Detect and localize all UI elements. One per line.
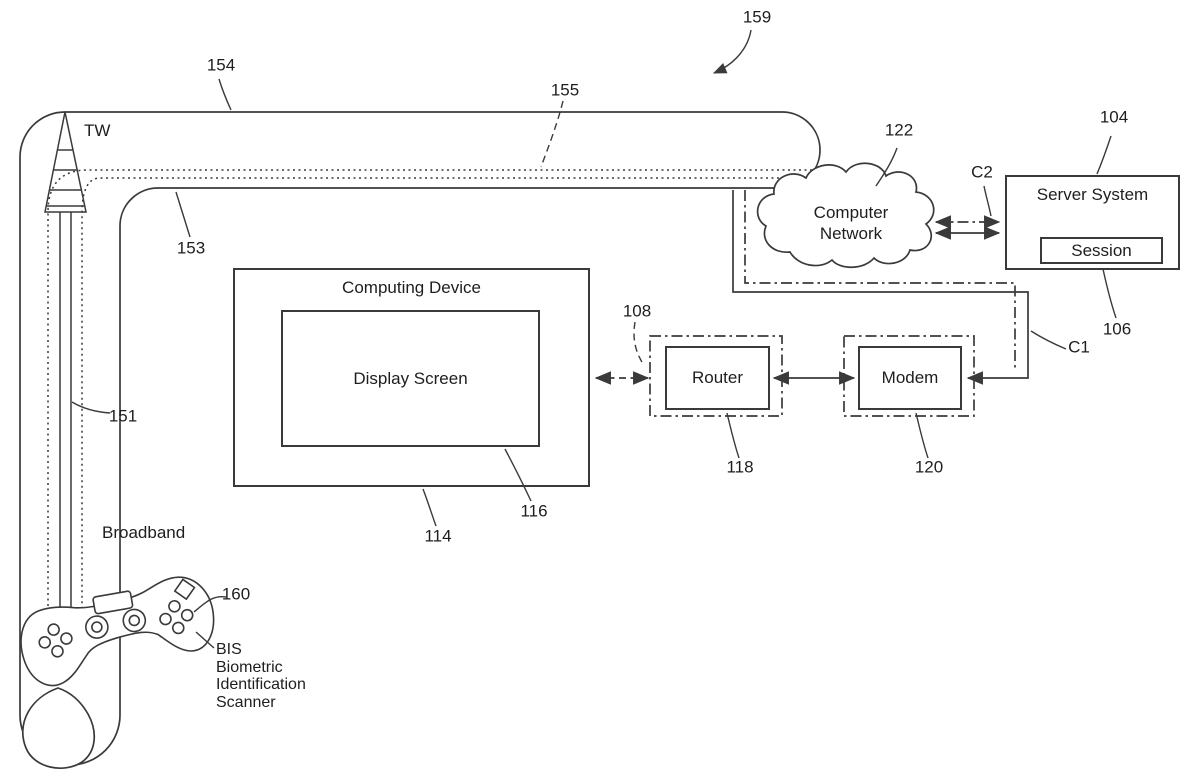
leader-116 [504, 448, 532, 502]
ref-120: 120 [914, 457, 944, 477]
leader-159 [712, 29, 752, 74]
leader-118 [726, 412, 740, 459]
leader-151 [71, 401, 111, 414]
ref-104: 104 [1099, 107, 1129, 127]
leader-120 [915, 412, 929, 459]
leader-114 [422, 488, 437, 527]
leader-122 [875, 147, 898, 187]
leader-155 [540, 100, 564, 168]
ref-153: 153 [176, 238, 206, 258]
computer-network-label: Computer Network [813, 203, 889, 243]
router-box: Router [665, 346, 770, 410]
bis-line: BIS [216, 641, 242, 658]
ref-151: 151 [108, 406, 138, 426]
server-system-label: Server System [1036, 185, 1149, 204]
leader-bis [195, 631, 215, 649]
solid-path-to-modem [732, 190, 1029, 385]
wireless-beam-tube [19, 111, 821, 766]
ref-114: 114 [424, 526, 452, 546]
leader-108 [633, 321, 644, 365]
bis-line: Scanner [216, 693, 276, 711]
tw-label: TW [84, 121, 111, 140]
server-system-box: Server System Session [1005, 175, 1180, 270]
leader-106 [1102, 268, 1117, 319]
antenna-beam-icon [44, 111, 87, 640]
modem-c1-frame [843, 335, 975, 417]
ref-155: 155 [550, 80, 580, 100]
broadband-label: Broadband [102, 523, 186, 542]
leader-c2 [983, 185, 992, 217]
ref-160: 160 [221, 584, 251, 604]
ref-108: 108 [622, 301, 652, 321]
ref-106: 106 [1102, 319, 1132, 339]
controller-buttons [159, 599, 194, 635]
leader-104 [1096, 135, 1112, 175]
controller-diamond [173, 578, 196, 601]
bis-label-block: BIS Biometric Identification Scanner [216, 641, 306, 711]
ref-154: 154 [206, 55, 236, 75]
cloud-icon [756, 162, 935, 269]
c2-label: C2 [971, 162, 993, 182]
computing-device-label: Computing Device [342, 278, 481, 297]
modem-label: Modem [881, 368, 939, 387]
session-label: Session [1071, 240, 1132, 260]
computing-device-box: Computing Device [233, 268, 590, 487]
controller-dpad [38, 623, 73, 658]
leader-160 [193, 595, 227, 613]
bis-line: Identification [216, 676, 306, 693]
c1-label: C1 [1068, 337, 1090, 357]
controller-sticks [85, 608, 147, 639]
controller-touchpad [92, 590, 134, 615]
ref-118: 118 [726, 457, 754, 477]
bis-line: Biometric [216, 658, 283, 676]
leader-153 [175, 191, 191, 238]
leader-c1 [1030, 330, 1067, 350]
game-controller-icon [20, 576, 215, 687]
display-screen-box: Display Screen [281, 310, 540, 447]
modem-box: Modem [858, 346, 962, 410]
router-label: Router [691, 368, 744, 387]
leader-154 [218, 78, 232, 111]
ref-122: 122 [884, 120, 914, 140]
ref-159: 159 [742, 7, 772, 27]
ref-116: 116 [520, 501, 548, 521]
display-screen-label: Display Screen [353, 368, 468, 388]
leader-lines [71, 29, 1117, 649]
c1-path [744, 190, 1016, 368]
session-box: Session [1040, 237, 1163, 264]
controller-strap-shape [21, 687, 96, 769]
